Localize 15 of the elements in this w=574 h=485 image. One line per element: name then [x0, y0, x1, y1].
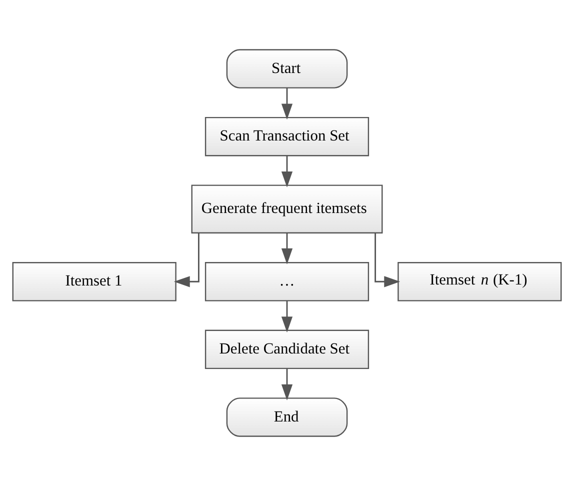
- node-box: …: [204, 262, 370, 301]
- arrow: [281, 88, 293, 120]
- node-box: Start: [226, 48, 348, 88]
- node-box: End: [226, 397, 348, 436]
- arrow: [281, 155, 293, 187]
- node-box: Itemset n (K-1): [398, 262, 562, 301]
- arrow: [174, 232, 200, 287]
- node-box: Scan Transaction Set: [204, 116, 370, 156]
- arrow: [281, 300, 293, 332]
- arrow: [281, 368, 293, 400]
- node-box: Generate frequent itemsets: [191, 184, 383, 233]
- node-box: Itemset 1: [12, 262, 176, 301]
- arrow: [281, 232, 293, 264]
- node-box: Delete Candidate Set: [204, 329, 370, 369]
- arrow: [374, 232, 400, 287]
